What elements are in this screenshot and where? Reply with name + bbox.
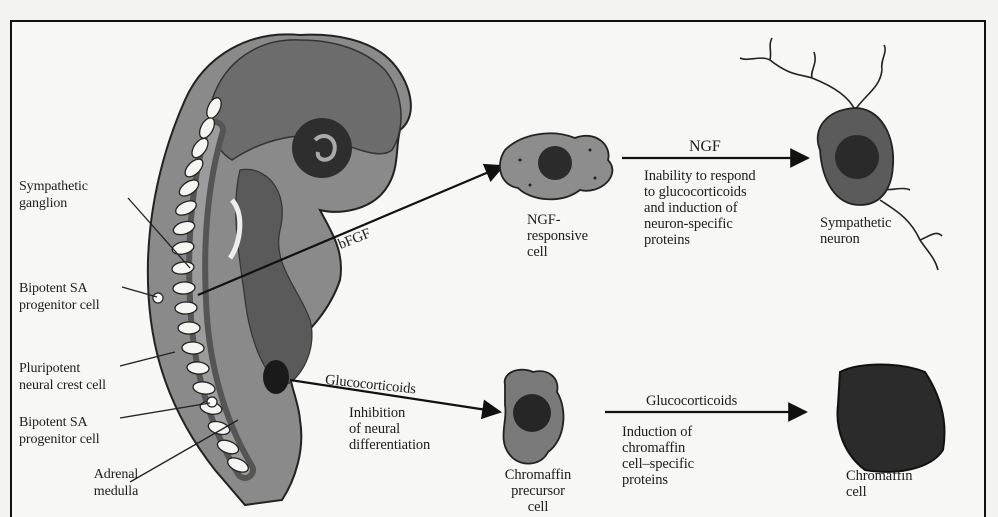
label-ngf: NGF xyxy=(689,139,721,155)
label-chromaffin-precursor-cell: Chromaffin precursor cell xyxy=(498,467,578,515)
label-ngf-effect: Inability to respond to glucocorticoids … xyxy=(644,168,756,248)
chromaffin-precursor-drawing xyxy=(503,370,563,464)
label-adrenal-medulla: Adrenal medulla xyxy=(76,466,156,500)
label-ngf-responsive-cell: NGF- responsive cell xyxy=(527,212,588,260)
ngf-responsive-cell-drawing xyxy=(500,133,612,199)
label-glucocorticoids-2: Glucocorticoids xyxy=(646,393,737,409)
label-chromaffin-effect: Induction of chromaffin cell–specific pr… xyxy=(622,424,694,488)
label-sympathetic-ganglion: Sympathetic ganglion xyxy=(19,178,88,212)
label-pluripotent-neural-crest: Pluripotent neural crest cell xyxy=(19,360,106,394)
label-bipotent-sa-progenitor-top: Bipotent SA progenitor cell xyxy=(19,280,100,314)
label-chromaffin-cell: Chromaffin cell xyxy=(846,468,912,500)
label-sympathetic-neuron: Sympathetic neuron xyxy=(820,215,891,247)
label-inhibition: Inhibition of neural differentiation xyxy=(349,405,430,453)
adrenal-spot xyxy=(263,360,289,394)
label-bipotent-sa-progenitor-bottom: Bipotent SA progenitor cell xyxy=(19,414,100,448)
chromaffin-cell-drawing xyxy=(837,365,944,472)
optic-vesicle xyxy=(292,118,352,178)
